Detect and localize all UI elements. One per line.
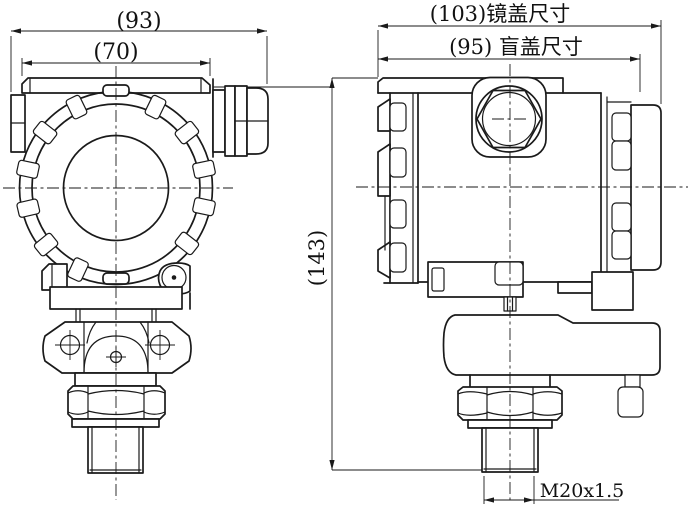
clamp-piece [617,386,644,418]
hex-nut-front [67,385,166,420]
knurl-slots [16,94,216,282]
front-view [10,77,334,474]
centerlines [3,64,688,503]
dim-overall-height: (143) [305,77,482,471]
dim-label-70: (70) [93,40,138,65]
dim-label-103: (103)镜盖尺寸 [430,2,570,26]
threaded-stud-front [87,426,144,474]
sensor-boss [442,314,661,376]
bracket-profile-block [591,271,634,311]
dim-label-thread: M20x1.5 [540,480,625,502]
rear-cover-cap [630,104,662,271]
side-view [377,76,662,473]
front-left-block [41,263,68,291]
dim-side-blind-cover: (95) 盲盖尺寸 [378,35,641,92]
cable-gland-side [471,76,547,158]
side-top-band [377,77,564,94]
dim-front-cover-width: (70) [21,40,211,76]
lens-cover-lugs [377,98,407,279]
rear-cover-tabs [611,112,632,260]
cable-gland-front [212,85,269,157]
dim-process-thread: M20x1.5 [483,476,625,504]
dim-label-95: (95) 盲盖尺寸 [449,35,583,59]
dim-side-lens-cover: (103)镜盖尺寸 [377,2,662,104]
dim-label-93: (93) [116,9,161,34]
bracket-profile-step [557,281,593,294]
dim-front-overall-width: (93) [10,9,268,92]
mounting-bracket [42,321,192,374]
side-neck-block [427,261,524,312]
dim-label-143: (143) [305,230,329,286]
dimensions: (93) (70) (103)镜盖尺寸 (95) 盲盖尺寸 [10,2,662,504]
